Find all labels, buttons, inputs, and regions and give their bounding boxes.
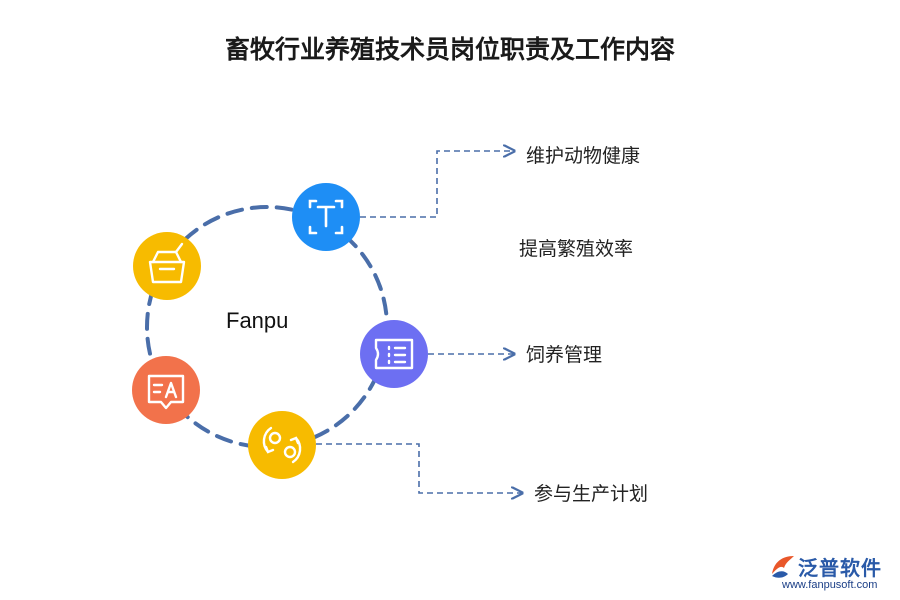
node-circle	[248, 411, 316, 479]
node-swap-circles	[248, 411, 316, 479]
node-text-frame	[292, 183, 360, 251]
node-circle	[132, 356, 200, 424]
item-label-4: 参与生产计划	[534, 483, 649, 505]
node-circle	[133, 232, 201, 300]
node-list-ticket	[360, 320, 428, 388]
swap-circles-icon	[262, 426, 302, 464]
page-title: 畜牧行业养殖技术员岗位职责及工作内容	[224, 35, 675, 64]
brand-logo-icon	[772, 556, 794, 578]
item-label-1: 维护动物健康	[526, 145, 641, 167]
list-ticket-icon	[374, 338, 414, 370]
item-label-3: 饲养管理	[526, 344, 603, 366]
connector-to-item-4	[316, 443, 522, 493]
center-label: Fanpu	[226, 308, 289, 333]
text-frame-icon	[308, 199, 344, 235]
basket-icon	[148, 242, 186, 284]
node-circle	[360, 320, 428, 388]
brand-name: 泛普软件	[798, 556, 882, 580]
translate-chat-icon	[147, 374, 185, 410]
brand-url: www.fanpusoft.com	[782, 579, 878, 591]
item-label-2: 提高繁殖效率	[519, 238, 634, 260]
node-basket	[133, 232, 201, 300]
connector-to-item-1	[360, 151, 514, 218]
node-translate-chat	[132, 356, 200, 424]
